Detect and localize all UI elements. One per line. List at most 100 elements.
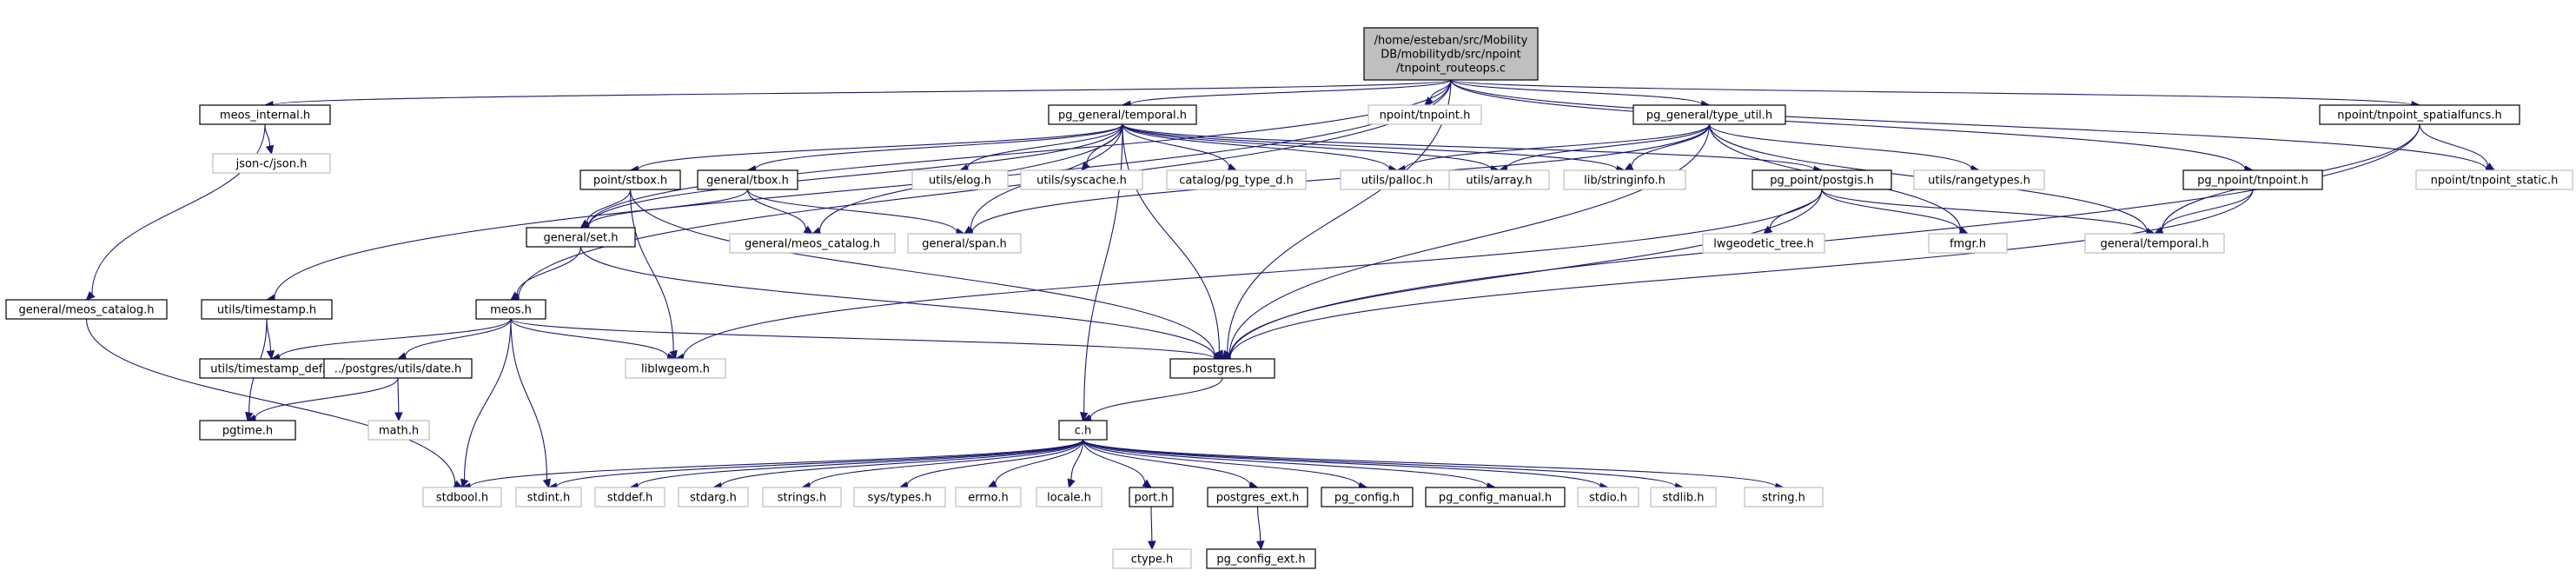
edge-meos-to-stdbool	[460, 318, 512, 489]
node-utils-rangetypes-h: utils/rangetypes.h	[1913, 169, 2045, 190]
edge-port-to-ctype	[1148, 506, 1156, 551]
node-label: pg_config_ext.h	[1216, 554, 1305, 567]
node-pg-general-type-util-h[interactable]: pg_general/type_util.h	[1632, 104, 1786, 125]
node-box	[199, 420, 296, 441]
node-label: meos_internal.h	[220, 109, 310, 123]
node-label: lwgeodetic_tree.h	[1713, 238, 1814, 251]
node-box	[1448, 169, 1550, 190]
node-label: stdarg.h	[690, 492, 737, 505]
edge-set-to-postgres	[579, 246, 1224, 362]
node-box	[5, 299, 168, 320]
node-pg-npoint-tnpoint-h[interactable]: pg_npoint/tnpoint.h	[2182, 169, 2323, 190]
node-label: utils/elog.h	[929, 175, 991, 188]
edge-c-to-stddef	[628, 439, 1084, 491]
node-pgtime-h[interactable]: pgtime.h	[199, 420, 296, 441]
node-pg-point-postgis-h[interactable]: pg_point/postgis.h	[1752, 169, 1892, 190]
node-label: pg_config_manual.h	[1439, 492, 1552, 505]
node-label: errno.h	[968, 492, 1009, 505]
node-home-esteban-src-mobilitydb-mobilitydb-src-npoint-tnpoint-routeops-c: /home/esteban/src/MobilityDB/mobilitydb/…	[1363, 27, 1539, 81]
node-box	[323, 358, 473, 379]
edge-postgres_ext-to-pg_config_ext	[1255, 506, 1265, 551]
node-postgres-h[interactable]: postgres.h	[1169, 358, 1275, 379]
node-label: utils/array.h	[1466, 175, 1532, 188]
node-stdarg-h: stdarg.h	[678, 487, 749, 507]
node-stdio-h: stdio.h	[1577, 487, 1639, 507]
node-utils-syscache-h: utils/syscache.h	[1020, 169, 1143, 190]
node-label: strings.h	[778, 492, 826, 505]
node-utils-timestamp-h[interactable]: utils/timestamp.h	[201, 299, 333, 320]
edge-date-to-math	[394, 377, 403, 422]
node-npoint-tnpoint-h: npoint/tnpoint.h	[1367, 104, 1482, 125]
node-meos-h[interactable]: meos.h	[475, 299, 546, 320]
node-label: general/temporal.h	[2100, 238, 2208, 251]
node-utils-palloc-h: utils/palloc.h	[1340, 169, 1454, 190]
node-label: json-c/json.h	[235, 158, 308, 171]
node-general-set-h[interactable]: general/set.h	[526, 227, 636, 248]
node-label: c.h	[1075, 425, 1092, 438]
edge-pg_temporal-to-postgres	[1122, 123, 1223, 361]
node-label: stdbool.h	[436, 492, 488, 505]
edge-tbox-to-span	[746, 189, 966, 236]
node-strings-h: strings.h	[762, 487, 842, 507]
node-string-h: string.h	[1744, 487, 1824, 507]
node-box	[1036, 487, 1103, 507]
node-stdlib-h: stdlib.h	[1650, 487, 1717, 507]
node-box	[526, 227, 636, 248]
node-catalog-pg-type-d-h: catalog/pg_type_d.h	[1166, 169, 1307, 190]
node-label: general/meos_catalog.h	[18, 304, 154, 317]
node-label: port.h	[1134, 492, 1168, 505]
node-label: utils/timestamp.h	[217, 304, 316, 317]
node-label: DB/mobilitydb/src/npoint	[1381, 49, 1520, 62]
node-utils-elog-h: utils/elog.h	[911, 169, 1009, 190]
node-box	[422, 487, 502, 507]
node-box	[1577, 487, 1639, 507]
node-box	[1363, 27, 1539, 81]
node-box	[1020, 169, 1143, 190]
node-port-h[interactable]: port.h	[1129, 487, 1174, 507]
node-pg-general-temporal-h[interactable]: pg_general/temporal.h	[1048, 104, 1197, 125]
node-label: ../postgres/utils/date.h	[334, 363, 462, 376]
node-label: string.h	[1762, 492, 1805, 505]
node-label: meos.h	[490, 304, 532, 317]
edge-type_util-to-rangetypes	[1708, 123, 1981, 174]
node-npoint-tnpoint-spatialfuncs-h[interactable]: npoint/tnpoint_spatialfuncs.h	[2319, 104, 2520, 125]
edge-set-to-meos	[510, 246, 582, 301]
node-box	[2182, 169, 2323, 190]
node-box	[853, 487, 946, 507]
node-label: utils/palloc.h	[1361, 175, 1434, 188]
edge-root-to-timestamp	[265, 79, 1452, 302]
node-postgres-ext-h[interactable]: postgres_ext.h	[1207, 487, 1308, 507]
node-meos-internal-h[interactable]: meos_internal.h	[199, 104, 331, 125]
node-box	[2415, 169, 2573, 190]
edge-pg_temporal-to-tbox	[746, 123, 1123, 174]
node-stdbool-h: stdbool.h	[422, 487, 502, 507]
node-general-meos-catalog-h[interactable]: general/meos_catalog.h	[5, 299, 168, 320]
edge-date-to-pgtime	[246, 377, 399, 422]
node-pg-config-manual-h[interactable]: pg_config_manual.h	[1425, 487, 1566, 507]
node-postgres-utils-date-h[interactable]: ../postgres/utils/date.h	[323, 358, 473, 379]
node-box	[1129, 487, 1174, 507]
edge-c-to-pg_config	[1082, 439, 1368, 491]
node-label: lib/stringinfo.h	[1584, 175, 1665, 188]
node-box	[1207, 487, 1308, 507]
node-label: sys/types.h	[868, 492, 932, 505]
edge-postgis-to-fmgr	[1821, 189, 1970, 235]
node-box	[1913, 169, 2045, 190]
node-label: ctype.h	[1131, 554, 1174, 567]
node-utils-timestamp-def-h[interactable]: utils/timestamp_def.h	[199, 358, 344, 379]
node-label: utils/timestamp_def.h	[210, 363, 333, 376]
node-label: general/span.h	[922, 238, 1006, 251]
edge-root-to-meos	[509, 79, 1452, 302]
edge-meos-to-timestamp_def	[270, 318, 512, 362]
node-box	[212, 153, 331, 174]
node-pg-config-ext-h[interactable]: pg_config_ext.h	[1206, 548, 1316, 569]
node-point-stbox-h[interactable]: point/stbox.h	[579, 169, 681, 190]
edge-spatialfuncs-to-tnpoint_static	[2419, 123, 2496, 171]
node-c-h[interactable]: c.h	[1058, 420, 1108, 441]
node-pg-config-h[interactable]: pg_config.h	[1321, 487, 1414, 507]
node-box	[368, 420, 430, 441]
node-general-tbox-h[interactable]: general/tbox.h	[697, 169, 798, 190]
nodes-layer: /home/esteban/src/MobilityDB/mobilitydb/…	[5, 27, 2573, 569]
